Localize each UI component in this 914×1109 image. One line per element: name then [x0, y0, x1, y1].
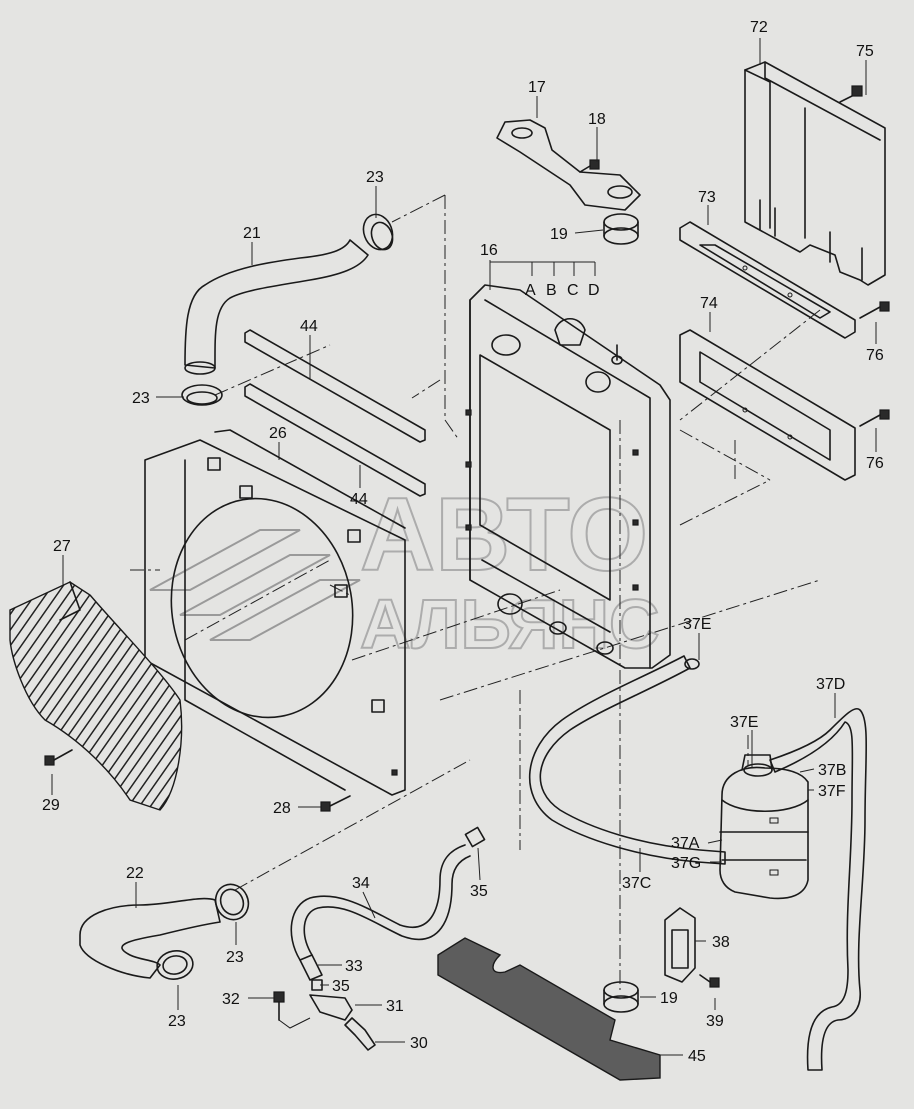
callout-21: 21: [243, 225, 261, 242]
part-76-bolt-lower: [859, 409, 890, 427]
part-44-seal-strip-lower: [244, 383, 426, 497]
watermark-line-1: АВТО: [360, 477, 648, 593]
part-23-hose-clamp-lower-left: [181, 384, 223, 406]
callout-27: 27: [53, 538, 71, 555]
callout-16: 16: [480, 242, 498, 259]
part-76-bolt-upper: [859, 301, 890, 319]
callout-28: 28: [273, 800, 291, 817]
part-72-shroud-cover: [744, 61, 886, 286]
callout-37D: 37D: [816, 676, 845, 693]
part-34-overflow-tube: [290, 844, 471, 961]
callout-37E-upper: 37E: [683, 616, 711, 633]
callout-19-lower: 19: [660, 990, 678, 1007]
part-74-mounting-plate: [679, 329, 856, 481]
part-44-seal-strip-upper: [244, 329, 426, 443]
part-37E-clamp-upper: [684, 658, 700, 670]
callout-37F: 37F: [818, 783, 846, 800]
callout-75: 75: [856, 43, 874, 60]
callout-45: 45: [688, 1048, 706, 1065]
part-37C-overflow-hose: [528, 655, 726, 865]
part-16-radiator: [465, 284, 671, 669]
part-29-bolt: [44, 749, 73, 766]
leader-lines: [51, 38, 877, 1056]
callout-37B: 37B: [818, 762, 846, 779]
part-33-hose-fitting: [299, 954, 323, 981]
part-19-grommet-upper: [603, 213, 639, 245]
callout-35-upper: 35: [470, 883, 488, 900]
part-32-bolt: [273, 991, 311, 1029]
callout-30: 30: [410, 1035, 428, 1052]
callout-39: 39: [706, 1013, 724, 1030]
part-37-reservoir-tank: [719, 754, 809, 900]
callout-72: 72: [750, 19, 768, 36]
part-37D-vent-hose: [769, 708, 868, 1071]
callout-44-lower: 44: [350, 491, 368, 508]
part-27-fan-guard: [9, 581, 183, 811]
callout-33: 33: [345, 958, 363, 975]
callout-23-bottom: 23: [226, 949, 244, 966]
alignment-lines: [130, 194, 821, 990]
part-23-hose-clamp-bottom-left: [156, 950, 194, 980]
part-23-hose-clamp-upper: [362, 213, 394, 251]
callout-37C: 37C: [622, 875, 651, 892]
callout-26: 26: [269, 425, 287, 442]
callout-labels: 72 75 17 18 23 21 19 16 A B C D 73 44 74…: [42, 19, 884, 1065]
callout-34: 34: [352, 875, 370, 892]
part-22-lower-hose: [79, 897, 221, 979]
callout-35-lower: 35: [332, 978, 350, 995]
part-19-grommet-lower: [603, 981, 639, 1013]
callout-37G: 37G: [671, 855, 701, 872]
callout-22: 22: [126, 865, 144, 882]
callout-38: 38: [712, 934, 730, 951]
part-38-tank-bracket: [664, 907, 696, 983]
watermark: АВТО АЛЬЯНС: [149, 476, 661, 664]
callout-16-D: D: [588, 282, 600, 299]
callout-73: 73: [698, 189, 716, 206]
callout-31: 31: [386, 998, 404, 1015]
part-35-clip-upper: [464, 826, 486, 848]
callout-23-upper: 23: [366, 169, 384, 186]
part-28-bolt: [320, 795, 351, 812]
callout-76-lower: 76: [866, 455, 884, 472]
callout-37A: 37A: [671, 835, 700, 852]
part-30-drain-cock: [344, 1017, 376, 1051]
callout-18: 18: [588, 111, 606, 128]
callout-17: 17: [528, 79, 546, 96]
part-45-foam-pad: [437, 937, 661, 1081]
callout-16-B: B: [546, 282, 557, 299]
callout-16-A: A: [525, 282, 536, 299]
part-21-upper-hose: [184, 239, 369, 375]
part-23-hose-clamp-bottom: [214, 883, 250, 921]
callout-37E-tank: 37E: [730, 714, 758, 731]
callout-29: 29: [42, 797, 60, 814]
callout-19-upper: 19: [550, 226, 568, 243]
callout-44-upper: 44: [300, 318, 318, 335]
part-75-bolt: [839, 85, 863, 103]
callout-23-left: 23: [132, 390, 150, 407]
part-18-bolt: [579, 159, 600, 173]
part-39-bolt: [699, 974, 720, 988]
watermark-logo-mark: [149, 529, 361, 641]
callout-76-upper: 76: [866, 347, 884, 364]
callout-16-C: C: [567, 282, 579, 299]
part-73-mounting-plate: [679, 221, 856, 339]
part-31-drain-bracket: [309, 994, 353, 1021]
callout-74: 74: [700, 295, 718, 312]
part-17-bracket: [496, 119, 641, 211]
callout-23-bottom-left: 23: [168, 1013, 186, 1030]
callout-32: 32: [222, 991, 240, 1008]
